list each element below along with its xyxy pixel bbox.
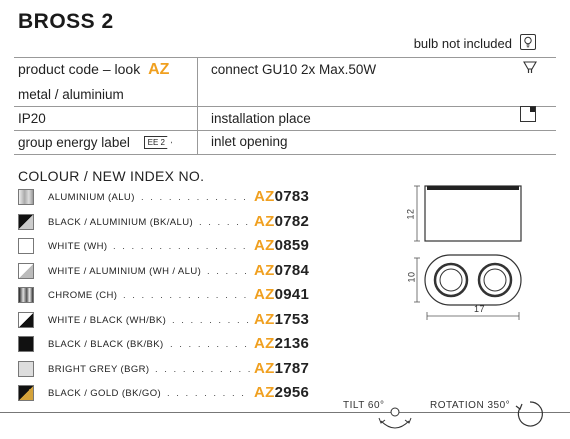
index-digits: 0783 xyxy=(274,188,310,205)
index-digits: 1787 xyxy=(274,359,310,377)
product-code-label: product code – look xyxy=(18,61,141,77)
index-prefix: AZ xyxy=(254,188,275,205)
inlet-opening-label: inlet opening xyxy=(211,134,288,149)
depth-dimension: 10 xyxy=(406,271,417,283)
product-code-cell: product code – look AZ xyxy=(18,61,169,79)
colour-label: WHITE / ALUMINIUM (WH / ALU) xyxy=(48,265,202,277)
colour-swatch xyxy=(18,189,34,205)
colour-label: CHROME (CH) xyxy=(48,290,118,301)
colour-row: WHITE (WH) . . . . . . . . . . . . . . . … xyxy=(18,237,318,255)
energy-label-text: group energy label xyxy=(18,135,130,150)
height-dimension: 12 xyxy=(405,208,416,220)
index-prefix: AZ xyxy=(254,286,275,303)
colour-label: ALUMINIUM (ALU) xyxy=(48,192,135,203)
spec-divider xyxy=(14,57,556,58)
bottom-rule xyxy=(0,412,570,413)
colour-swatch xyxy=(18,213,34,230)
colour-swatch xyxy=(18,385,34,401)
product-title: BROSS 2 xyxy=(18,10,114,33)
colour-section-title: COLOUR / NEW INDEX NO. xyxy=(18,168,205,184)
side-view-top-band xyxy=(427,186,519,190)
index-digits: 0941 xyxy=(274,286,310,303)
colour-label: WHITE / BLACK (WH/BK) xyxy=(48,314,167,326)
brand-mark: AZ xyxy=(148,61,170,78)
index-prefix: AZ xyxy=(254,310,275,328)
gu10-lamp-icon xyxy=(522,60,538,81)
ceiling-mount-icon xyxy=(520,106,536,122)
spec-divider xyxy=(14,154,556,155)
spec-column-divider xyxy=(197,57,198,154)
rotation-label: ROTATION 350° xyxy=(430,400,511,411)
index-number: AZ0941 xyxy=(254,286,309,303)
index-number: AZ0859 xyxy=(254,237,309,254)
index-prefix: AZ xyxy=(254,212,275,230)
leader-dots: . . . . . . . . . . . . . . . . . . . . … xyxy=(141,192,250,203)
index-number: AZ0784 xyxy=(254,262,309,279)
colour-row: CHROME (CH) . . . . . . . . . . . . . . .… xyxy=(18,286,318,304)
index-digits: 1753 xyxy=(274,310,310,328)
width-dimension: 17 xyxy=(474,304,486,314)
colour-swatch xyxy=(18,360,34,377)
colour-row: BLACK / BLACK (BK/BK) . . . . . . . . . .… xyxy=(18,335,318,353)
leader-dots: . . . . . . . . . . . . . . . . . . . . … xyxy=(207,265,250,277)
index-digits: 0782 xyxy=(274,212,310,230)
index-number: AZ2136 xyxy=(254,335,309,352)
index-digits: 2136 xyxy=(274,335,310,352)
installation-place-label: installation place xyxy=(211,111,311,126)
ip-rating: IP20 xyxy=(18,111,46,126)
energy-class-badge: EE 2 xyxy=(143,136,172,149)
index-number: AZ0782 xyxy=(254,213,309,230)
dimension-drawing xyxy=(414,185,522,320)
leader-dots: . . . . . . . . . . . . . . . . . . . . … xyxy=(170,339,250,350)
index-digits: 2956 xyxy=(274,384,310,401)
colour-label: BLACK / BLACK (BK/BK) xyxy=(48,339,164,350)
side-view-body xyxy=(424,185,522,242)
leader-dots: . . . . . . . . . . . . . . . . . . . . … xyxy=(155,363,250,375)
index-digits: 0859 xyxy=(274,237,310,254)
leader-dots: . . . . . . . . . . . . . . . . . . . . … xyxy=(123,290,250,301)
index-number: AZ0783 xyxy=(254,188,309,205)
index-prefix: AZ xyxy=(254,335,275,352)
colour-swatch xyxy=(18,287,34,303)
leader-dots: . . . . . . . . . . . . . . . . . . . . … xyxy=(172,314,250,326)
tilt-icon xyxy=(378,407,412,429)
energy-label-cell: group energy label EE 2 xyxy=(18,135,172,151)
leader-dots: . . . . . . . . . . . . . . . . . . . . … xyxy=(113,241,250,252)
colour-row: WHITE / BLACK (WH/BK) . . . . . . . . . .… xyxy=(18,311,318,329)
spec-divider xyxy=(14,106,556,107)
colour-row: ALUMINIUM (ALU) . . . . . . . . . . . . .… xyxy=(18,188,318,206)
colour-swatch xyxy=(18,336,34,352)
colour-row: BLACK / ALUMINIUM (BK/ALU) . . . . . . . … xyxy=(18,213,318,231)
leader-dots: . . . . . . . . . . . . . . . . . . . . … xyxy=(167,388,250,399)
colour-row: BRIGHT GREY (BGR) . . . . . . . . . . . .… xyxy=(18,360,318,378)
colour-label: BLACK / GOLD (BK/GO) xyxy=(48,388,162,399)
index-number: AZ2956 xyxy=(254,384,309,401)
bulb-not-included-note: bulb not included xyxy=(413,36,512,51)
colour-row: BLACK / GOLD (BK/GO) . . . . . . . . . . … xyxy=(18,384,318,402)
index-digits: 0784 xyxy=(274,261,310,279)
colour-label: WHITE (WH) xyxy=(48,241,108,252)
index-prefix: AZ xyxy=(254,359,275,377)
leader-dots: . . . . . . . . . . . . . . . . . . . . … xyxy=(199,216,250,228)
colour-swatch xyxy=(18,238,34,254)
index-prefix: AZ xyxy=(254,384,275,401)
index-number: AZ1787 xyxy=(254,360,309,377)
rotation-icon xyxy=(515,401,543,427)
connect-spec: connect GU10 2x Max.50W xyxy=(211,62,377,77)
colour-label: BLACK / ALUMINIUM (BK/ALU) xyxy=(48,216,194,228)
bulb-icon xyxy=(520,34,536,50)
colour-swatch xyxy=(18,262,34,279)
colour-row: WHITE / ALUMINIUM (WH / ALU) . . . . . . … xyxy=(18,262,318,280)
index-number: AZ1753 xyxy=(254,311,309,328)
tilt-label: TILT 60° xyxy=(343,400,385,411)
index-prefix: AZ xyxy=(254,237,275,254)
colour-label: BRIGHT GREY (BGR) xyxy=(48,363,150,375)
top-view-body xyxy=(424,254,522,306)
colour-swatch xyxy=(18,311,34,328)
spec-divider xyxy=(14,130,556,131)
material-spec: metal / aluminium xyxy=(18,87,124,102)
index-prefix: AZ xyxy=(254,261,275,279)
